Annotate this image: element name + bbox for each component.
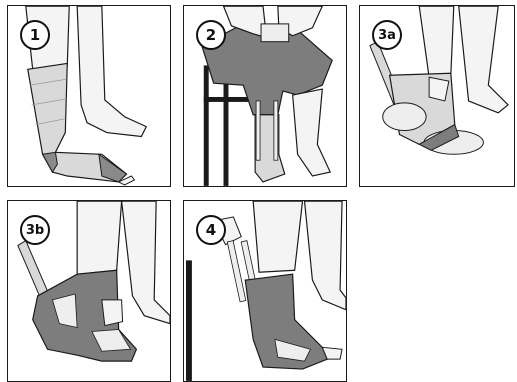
step-number-badge: 1 bbox=[20, 20, 50, 50]
step-panel-4: 4 bbox=[183, 200, 347, 382]
step-number-badge: 2 bbox=[196, 20, 226, 50]
step-number-badge: 3b bbox=[20, 215, 50, 245]
step-number-badge: 4 bbox=[196, 215, 226, 245]
step-panel-1: 1 bbox=[7, 5, 171, 187]
step-number-badge: 3a bbox=[372, 20, 402, 50]
step-panel-3b: 3b bbox=[7, 200, 171, 382]
step-panel-2: 2 bbox=[183, 5, 347, 187]
step-panel-3a: 3a bbox=[359, 5, 515, 187]
